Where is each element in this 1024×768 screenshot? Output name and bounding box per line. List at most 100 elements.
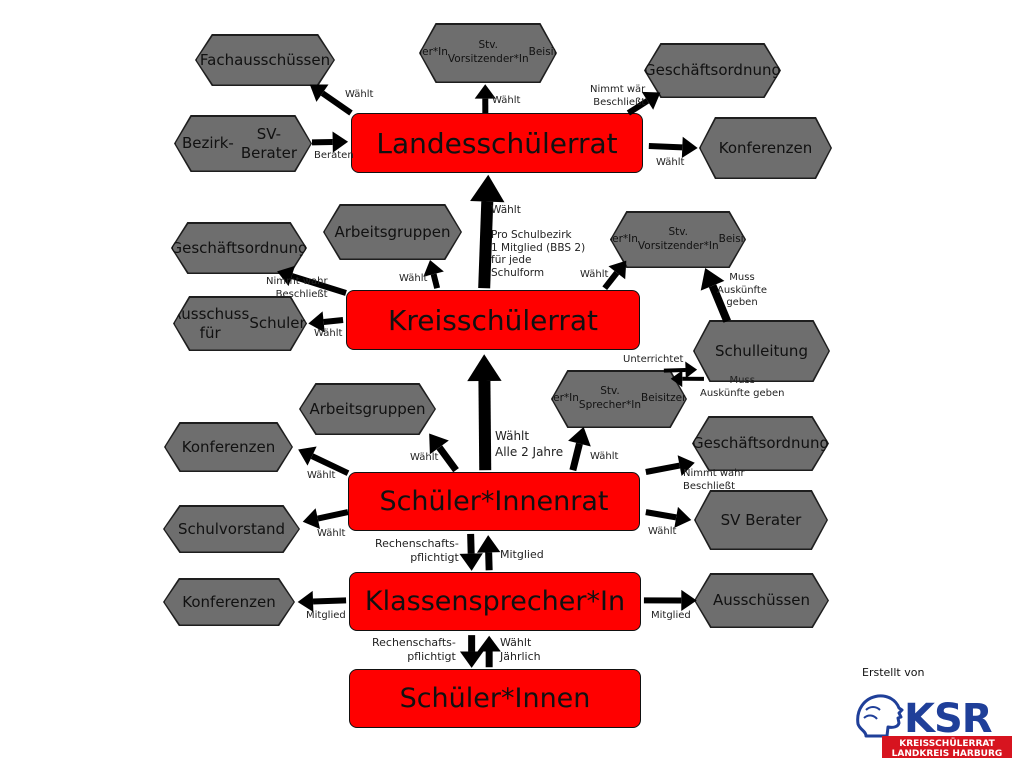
text-line: Stv. Vorsitzender*In [447, 39, 529, 65]
label-waehlt-sprecher: Wählt [590, 451, 618, 464]
node-arbeitsgruppen-kreis: Arbeitsgruppen [323, 204, 462, 260]
logo-acronym: KSR [904, 696, 992, 742]
label-waehlt-vorsitz-landes: Wählt [492, 95, 520, 108]
arrow-schuelerrat-geschaeftsordnung-shaft [645, 462, 681, 475]
text-line: SV Berater [720, 510, 802, 529]
text-line: Mitglied [651, 610, 691, 621]
text-line: Mitglied [500, 548, 544, 561]
node-sv-berater: SV Berater [694, 490, 828, 550]
text-line: Wählt [399, 273, 428, 284]
node-landesschuelerrat: Landesschülerrat [351, 113, 643, 173]
arrow-schuelerrat-arbeitsgruppen-shaft [436, 445, 459, 473]
node-kreisschuelerrat: Kreisschülerrat [346, 290, 640, 350]
arrow-schuelerrat-sprecher-head [568, 426, 591, 447]
node-konferenzen-schuelerrat: Konferenzen [164, 422, 293, 472]
node-fachausschuessen: Fachausschüssen [195, 34, 335, 86]
ksr-logo-mark: KSR KREISSCHÜLERRAT LANDKREIS HARBURG [856, 694, 1012, 759]
arrow-schueler-klassen-head [477, 635, 501, 652]
text-line: Beisitzer*Innen [718, 232, 799, 245]
text-line: Konferenzen [182, 592, 276, 611]
text-line: Schüler*Innen [399, 683, 591, 714]
text-line: Beisitzer*Innen [641, 392, 722, 405]
text-line: Sprecher*In [516, 392, 579, 405]
text-line: Wählt [492, 95, 521, 106]
text-line: pflichtigt [407, 649, 456, 663]
arrow-schuelerrat-konferenzen-head [298, 446, 317, 466]
arrow-kreis-landes-shaft [478, 201, 494, 289]
logo-line2: LANDKREIS HARBURG [892, 749, 1003, 759]
node-bezirk-sv-berater: Bezirk-SV-Berater [174, 115, 312, 172]
node-schuelerinnen: Schüler*Innen [349, 669, 641, 728]
text-line: Nimmt wär [590, 84, 646, 95]
logo-caption: Erstellt von [862, 666, 925, 679]
arrow-schuelerrat-sv-berater-shaft [645, 509, 677, 521]
text-line: Beschließt [593, 96, 646, 108]
text-line: Konferenzen [181, 437, 276, 456]
text-line [491, 217, 585, 230]
node-ausschuessen: Ausschüssen [694, 573, 829, 628]
text-line: Wählt [317, 528, 346, 539]
label-waehlt-ausschuss-schulen: Wählt [314, 328, 342, 341]
node-schuelerinnenrat: Schüler*Innenrat [348, 472, 640, 531]
text-line: Geschäftsordnung [644, 61, 781, 80]
label-waehlt-konferenzen-schuelerrat: Wählt [307, 470, 335, 483]
text-line: Wählt [590, 451, 619, 462]
label-beraten: Beraten [314, 150, 354, 163]
text-line: für jede [491, 254, 532, 267]
text-line: Beschließt [275, 288, 328, 300]
text-line: Konferenzen [718, 138, 813, 157]
text-line: Wählt [345, 89, 374, 100]
text-line: Kreisschülerrat [388, 303, 598, 337]
text-line: Rechenschafts- [372, 636, 456, 649]
label-waehlt-konferenzen-landes: Wählt [656, 157, 684, 170]
arrow-schuelerrat-schulvorstand-head [302, 508, 321, 529]
text-line: Wählt [648, 526, 677, 537]
label-waehlt-vorsitz-kreis: Wählt [580, 269, 608, 282]
text-line: Beisitzer*Innen [528, 46, 609, 59]
text-line: Schulleitung [715, 341, 808, 360]
arrow-landes-konferenzen-shaft [648, 143, 683, 151]
text-line: Auskünfte geben [700, 387, 785, 399]
arrow-schuelerrat-sprecher-shaft [569, 442, 583, 472]
text-line: Ausschuss für [171, 304, 250, 342]
node-schulleitung: Schulleitung [693, 320, 830, 382]
arrow-kreis-ausschuss-shaft [323, 317, 344, 325]
text-line: Geschäftsordnung [170, 238, 308, 257]
text-line: Beraten [314, 150, 354, 161]
text-line: Muss [729, 375, 755, 386]
text-line: Stv. Vorsitzender*In [637, 225, 719, 252]
text-line: Fachausschüssen [199, 50, 331, 69]
text-line: Pro Schulbezirk [491, 229, 572, 242]
label-mitglied-ausschuessen: Mitglied [651, 610, 691, 623]
arrow-klassen-schuelerrat-shaft [485, 552, 493, 571]
label-rechenschaftspflichtig-schueler: Rechenschafts-pflichtigt [372, 636, 456, 664]
text-line: Wählt [495, 429, 530, 443]
label-mitglied-konferenzen-klasse: Mitglied [306, 610, 346, 623]
text-line: geben [726, 297, 758, 308]
text-line: Bezirk- [182, 134, 234, 153]
arrow-schuelerrat-klassen-shaft [467, 533, 475, 554]
arrow-kreis-landes-head [470, 174, 505, 203]
text-line: Geschäftsordnung [692, 434, 829, 453]
label-waehlt-fachausschuesse: Wählt [345, 89, 373, 102]
text-line: Muss [729, 272, 755, 283]
text-line: Wählt [491, 204, 521, 216]
arrow-schuelerrat-klassen-head [459, 553, 483, 571]
text-line: Wählt [656, 157, 685, 168]
text-line: Stv. Sprecher*In [578, 385, 642, 411]
arrow-kreis-vorsitz-head [608, 260, 627, 280]
text-line: Klassensprecher*In [364, 586, 626, 617]
node-geschaeftsordnung-landes: Geschäftsordnung [644, 43, 781, 98]
text-line: Arbeitsgruppen [334, 222, 451, 241]
